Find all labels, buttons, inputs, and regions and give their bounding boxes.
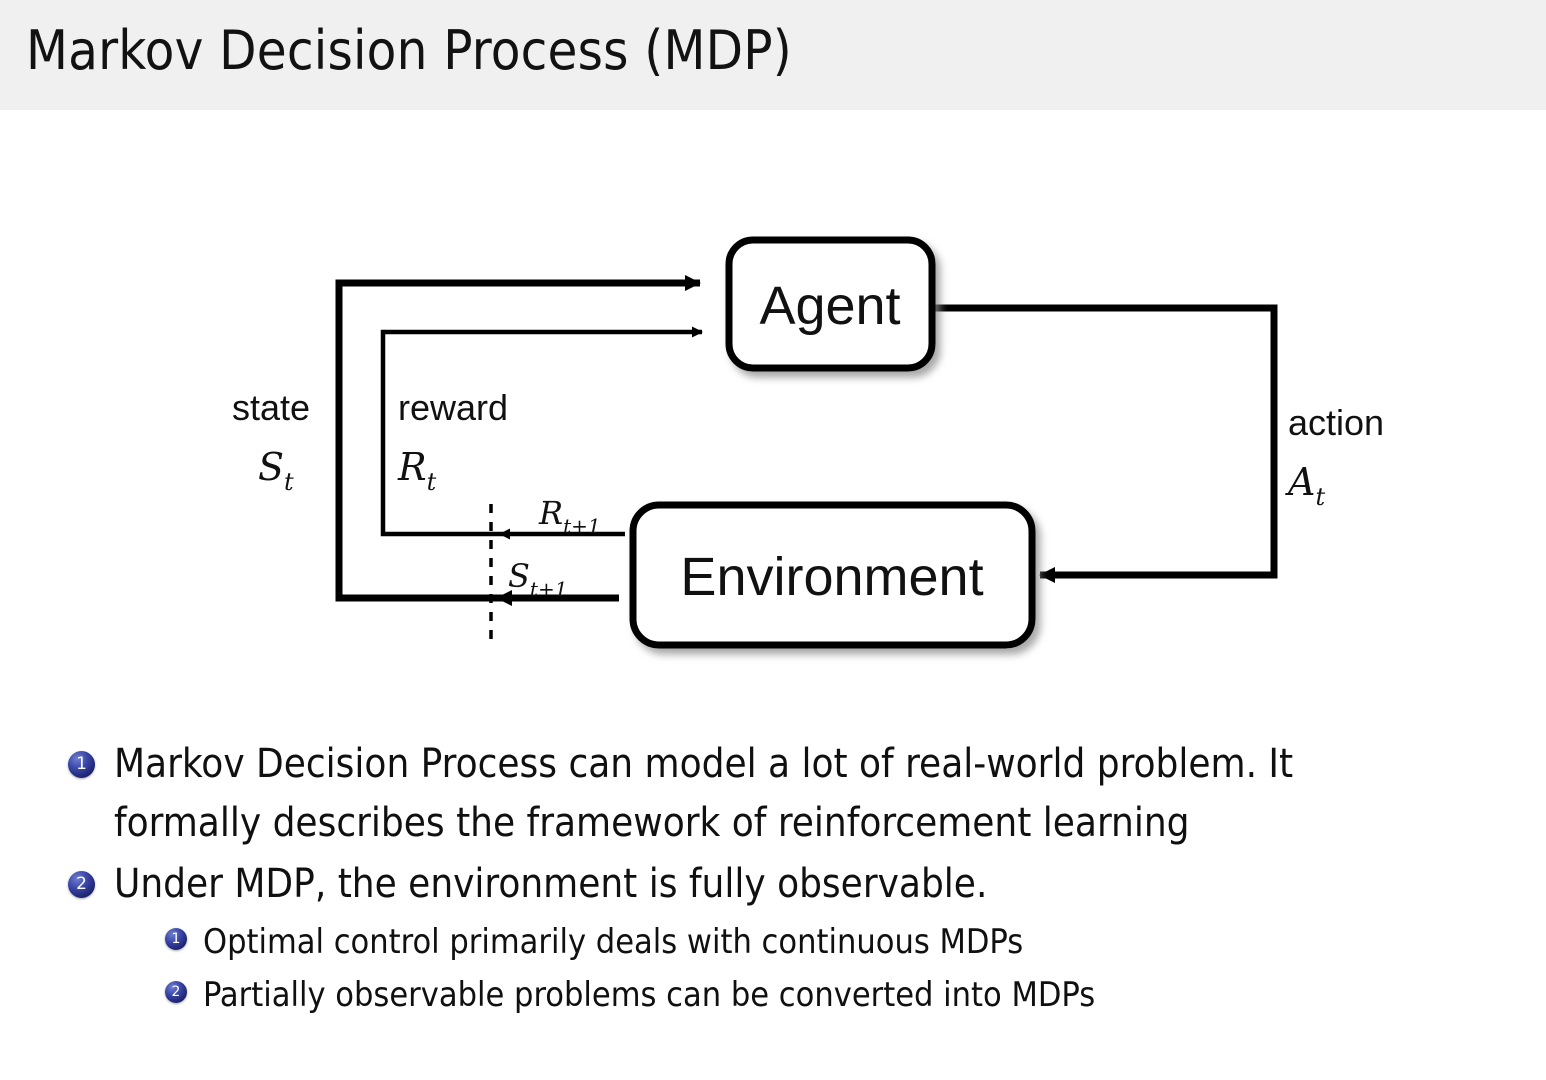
action-edge-label: action At <box>1285 402 1384 511</box>
list-item-line: Under MDP, the environment is fully obse… <box>114 861 988 907</box>
state-edge-label: state St <box>232 387 310 496</box>
agent-node: Agent <box>725 236 936 372</box>
agent-node-label: Agent <box>759 276 900 336</box>
bullet-marker-1: 1 <box>68 751 95 778</box>
reward-next-symbol: Rt+1 <box>538 494 601 538</box>
content-list: 1 Markov Decision Process can model a lo… <box>0 735 1546 1022</box>
state-next-symbol: St+1 <box>508 557 567 601</box>
reward-edge-label: reward Rt <box>397 387 508 496</box>
state-symbol: St <box>258 445 294 496</box>
list-item-line: formally describes the framework of rein… <box>114 800 1190 846</box>
sub-list-item-text: Partially observable problems can be con… <box>203 975 1096 1015</box>
reward-label-text: reward <box>398 387 508 428</box>
bullet-marker-2: 2 <box>68 871 95 898</box>
sub-bullet-marker-1: 1 <box>165 928 187 950</box>
action-symbol: At <box>1285 460 1325 511</box>
sub-list-item: 2 Partially observable problems can be c… <box>165 969 1546 1022</box>
list-item: 2 Under MDP, the environment is fully ob… <box>68 855 1546 914</box>
edge-action-loop <box>935 304 1278 583</box>
title-bar: Markov Decision Process (MDP) <box>0 0 1546 110</box>
edge-reward-loop <box>380 326 703 540</box>
sub-list-item: 1 Optimal control primarily deals with c… <box>165 916 1546 969</box>
mdp-interaction-diagram: Agent Environment state St reward Rt act… <box>0 120 1546 680</box>
sub-bullet-marker-2: 2 <box>165 981 187 1003</box>
edge-state-loop <box>335 275 701 606</box>
list-item: 1 Markov Decision Process can model a lo… <box>68 735 1546 853</box>
reward-symbol: Rt <box>397 445 437 496</box>
list-item-line: Markov Decision Process can model a lot … <box>114 741 1294 787</box>
action-label-text: action <box>1288 402 1384 443</box>
environment-node-label: Environment <box>680 547 983 607</box>
list-item-text: Under MDP, the environment is fully obse… <box>114 855 1504 914</box>
sub-list-item-text: Optimal control primarily deals with con… <box>203 922 1024 962</box>
state-label-text: state <box>232 387 310 428</box>
environment-node: Environment <box>629 501 1036 649</box>
list-item-text: Markov Decision Process can model a lot … <box>114 735 1504 853</box>
page-title: Markov Decision Process (MDP) <box>26 19 792 82</box>
